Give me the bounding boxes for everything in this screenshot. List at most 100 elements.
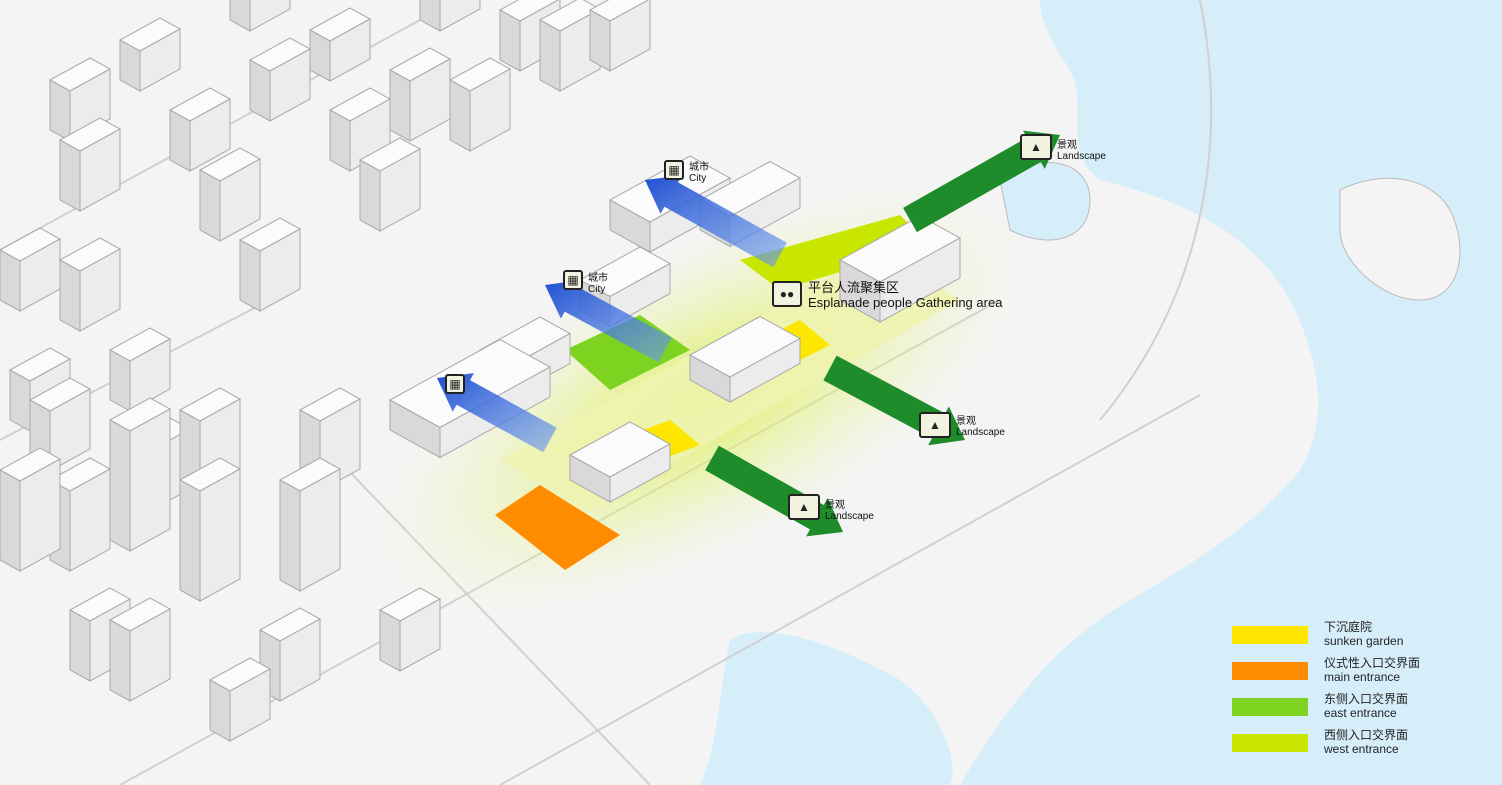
tree-water-icon: ▲ <box>788 494 820 520</box>
gathering-area-zh: 平台人流聚集区 <box>808 280 900 295</box>
legend-swatch <box>1232 662 1308 680</box>
building-face <box>329 18 371 82</box>
legend-en: sunken garden <box>1324 634 1404 648</box>
building-face <box>589 9 611 72</box>
building-face <box>0 469 21 572</box>
landscape-label-en: Landscape <box>1057 151 1106 162</box>
building-face <box>379 609 401 672</box>
gathering-area-en: Esplanade people Gathering area <box>808 295 1003 310</box>
building-face <box>69 468 111 572</box>
legend-zh: 西侧入口交界面 <box>1324 728 1409 742</box>
building-face <box>379 148 421 232</box>
building-face <box>199 169 221 242</box>
building-face <box>419 0 441 32</box>
building-face <box>129 608 171 702</box>
building-face <box>109 419 131 552</box>
tree-water-icon: ▲ <box>919 412 951 438</box>
city-label-zh: 城市 <box>588 273 608 284</box>
building-face <box>109 349 131 412</box>
building-face <box>299 468 341 592</box>
building-face <box>79 248 121 332</box>
building-face <box>199 468 241 602</box>
legend-en: main entrance <box>1324 670 1401 684</box>
building-face <box>59 139 81 212</box>
building-face <box>359 159 381 232</box>
building-face <box>329 109 351 172</box>
legend-zh: 下沉庭院 <box>1324 620 1373 634</box>
building-face <box>109 619 131 702</box>
south-water <box>700 632 953 785</box>
building-face <box>279 479 301 592</box>
legend-swatch <box>1232 626 1308 644</box>
building-face <box>609 0 651 72</box>
city-label-zh: 城市 <box>689 162 709 173</box>
legend-zh: 东侧入口交界面 <box>1324 692 1409 706</box>
building-icon: ▦ <box>664 160 684 180</box>
landscape-label-zh: 景观 <box>825 500 845 511</box>
buildings <box>0 0 962 742</box>
building-face <box>209 679 231 742</box>
building-face <box>139 28 181 92</box>
building-face <box>439 0 481 32</box>
legend-swatch <box>1232 698 1308 716</box>
city-arrow <box>645 175 787 268</box>
city-label-en: City <box>588 284 606 295</box>
main-entrance-zone <box>495 485 620 570</box>
building-face <box>609 443 671 503</box>
building-face <box>399 598 441 672</box>
building-face <box>249 0 291 32</box>
building-face <box>239 239 261 312</box>
landscape-label-zh: 景观 <box>956 416 976 427</box>
city-arrow <box>437 373 557 453</box>
legend-swatch <box>1232 734 1308 752</box>
building-face <box>189 98 231 172</box>
water-body <box>960 0 1502 785</box>
legend-zh: 仪式性入口交界面 <box>1324 656 1421 670</box>
building-face <box>229 0 251 32</box>
building-face <box>129 408 171 552</box>
building-face <box>169 109 191 172</box>
building-face <box>249 59 271 122</box>
building-face <box>9 369 31 432</box>
island <box>1339 177 1461 301</box>
building-face <box>0 249 21 312</box>
landscape-label-en: Landscape <box>956 427 1005 438</box>
landscape-label-en: Landscape <box>825 511 874 522</box>
building-face <box>259 228 301 312</box>
city-arrow <box>545 279 672 363</box>
sunken-garden-zone <box>630 420 700 460</box>
building-face <box>179 479 201 602</box>
building-face <box>229 668 271 742</box>
people-group-icon: ●● <box>772 281 802 307</box>
tree-water-icon: ▲ <box>1020 134 1052 160</box>
building-face <box>879 237 961 323</box>
building-face <box>69 609 91 682</box>
building-face <box>269 48 311 122</box>
building-face <box>539 19 561 92</box>
building-face <box>19 458 61 572</box>
building-icon: ▦ <box>445 374 465 394</box>
landscape-label-zh: 景观 <box>1057 140 1077 151</box>
building-face <box>219 158 261 242</box>
building-face <box>449 79 471 152</box>
building-face <box>279 618 321 702</box>
building-face <box>129 338 171 412</box>
building-face <box>469 68 511 152</box>
city-label-en: City <box>689 173 707 184</box>
building-face <box>49 388 91 472</box>
building-icon: ▦ <box>563 270 583 290</box>
building-face <box>49 79 71 142</box>
building-face <box>59 259 81 332</box>
building-face <box>389 69 411 142</box>
legend-en: east entrance <box>1324 706 1397 720</box>
west-entrance-zone <box>740 215 930 290</box>
legend-en: west entrance <box>1324 742 1399 756</box>
